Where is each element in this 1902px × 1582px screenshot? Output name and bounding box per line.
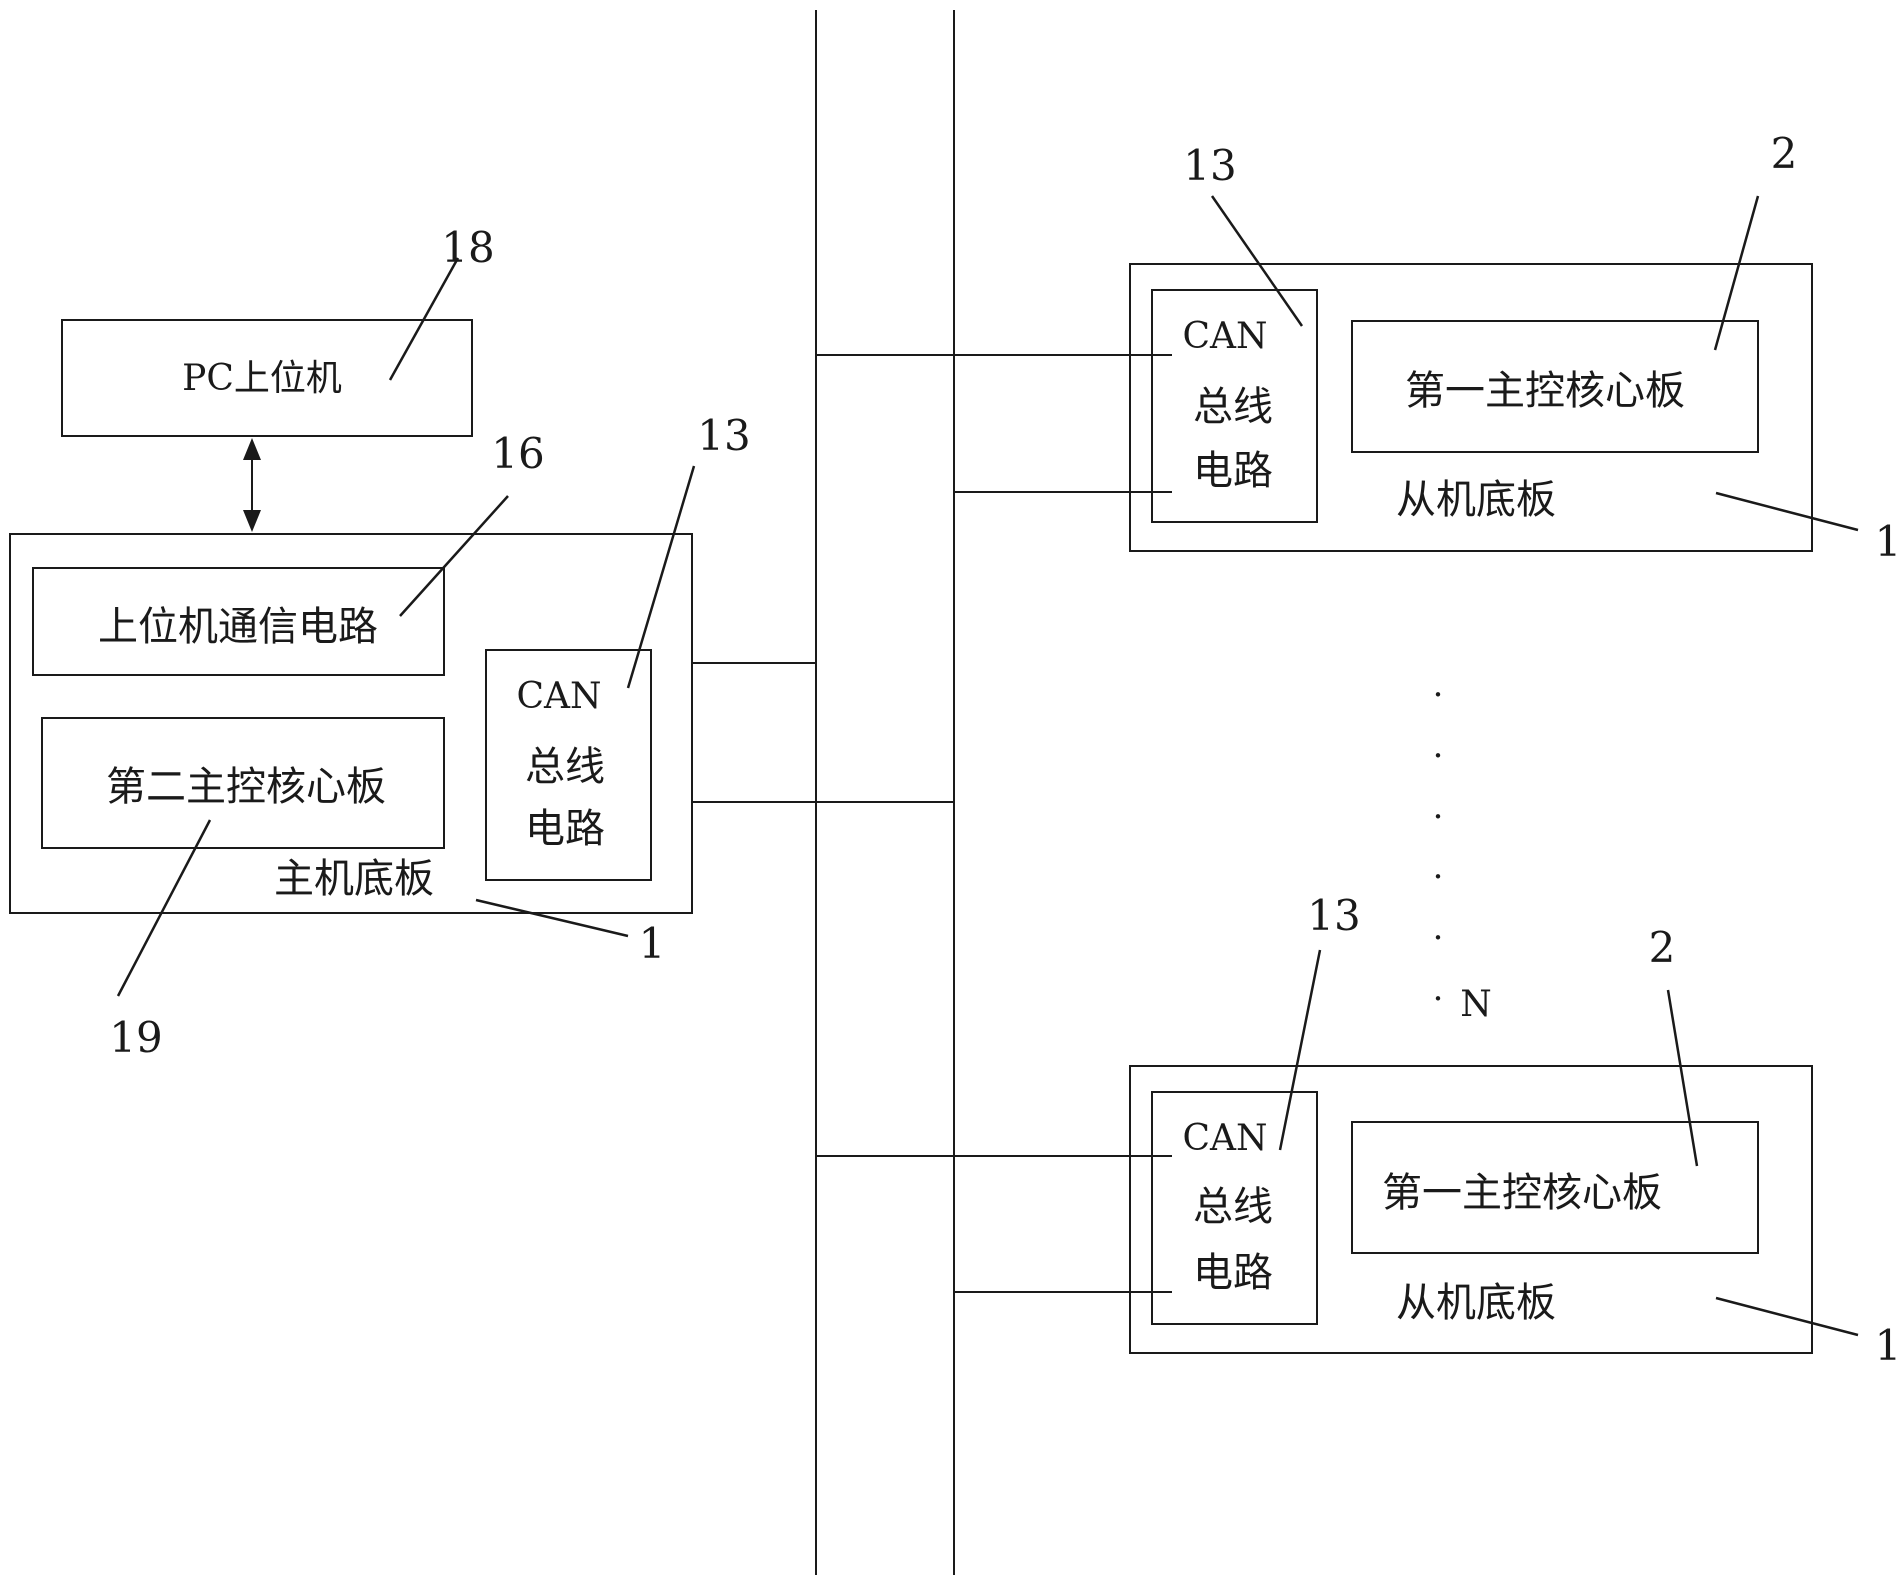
continuation-n-label: N <box>1460 984 1492 1025</box>
continuation-dot: · <box>1433 797 1444 837</box>
arrow-up-icon <box>243 438 261 460</box>
slave-board-n-board-leader-line <box>1716 1298 1858 1335</box>
slave-board-n-can-label: CAN <box>1182 1118 1267 1159</box>
slave-board-1-can-bus-label: 总线 <box>1193 384 1273 430</box>
pc-master-link <box>243 438 261 532</box>
master-board-ref-number: 1 <box>639 919 666 968</box>
second-core-ref-number: 19 <box>109 1013 162 1062</box>
master-can-ref-number: 13 <box>697 411 750 460</box>
second-core-leader-line <box>118 820 210 996</box>
slave-board-n-first-core-board-label: 第一主控核心板 <box>1382 1170 1662 1216</box>
continuation-dot: · <box>1433 979 1444 1019</box>
slave-board-n-can-leader-line <box>1280 950 1320 1150</box>
slave-board-1-can-circuit-label: 电路 <box>1193 448 1273 494</box>
pc-host-label: PC上位机 <box>182 358 342 399</box>
slave-board-1-label: 从机底板 <box>1396 477 1556 523</box>
slave-board-n-label: 从机底板 <box>1396 1280 1556 1326</box>
master-board: 上位机通信电路 第二主控核心板 CAN 总线 电路 主机底板 16 13 19 … <box>10 411 751 1062</box>
slave-board-1-core-ref-number: 2 <box>1771 129 1798 178</box>
second-core-board-label: 第二主控核心板 <box>106 764 386 810</box>
master-bus-connections <box>692 663 954 802</box>
slave-board-1-first-core-board-label: 第一主控核心板 <box>1405 368 1685 414</box>
slave-board-continuation: · · · · · · N <box>1433 675 1492 1025</box>
slave-board-n-can-bus-label: 总线 <box>1193 1184 1273 1230</box>
slave-board-n-bus-connections <box>816 1156 1172 1292</box>
slave-board-1: CAN 总线 电路 第一主控核心板 从机底板 13 2 1 <box>1130 129 1901 566</box>
slave-board-1-can-ref-number: 13 <box>1183 141 1236 190</box>
host-comm-leader-line <box>400 496 508 616</box>
slave-board-n-can-circuit-label: 电路 <box>1193 1250 1273 1296</box>
continuation-dot: · <box>1433 736 1444 776</box>
master-board-leader-line <box>476 900 628 936</box>
slave-board-n-core-leader-line <box>1668 990 1697 1166</box>
host-comm-circuit-label: 上位机通信电路 <box>98 604 378 650</box>
master-board-label: 主机底板 <box>274 856 434 902</box>
master-can-circuit-label: 电路 <box>525 806 605 852</box>
slave-board-n-core-ref-number: 2 <box>1649 923 1676 972</box>
slave-board-n-can-ref-number: 13 <box>1307 891 1360 940</box>
pc-host-ref-number: 18 <box>441 223 494 272</box>
continuation-dot: · <box>1433 857 1444 897</box>
slave-board-n: CAN 总线 电路 第一主控核心板 从机底板 13 2 1 <box>1130 891 1901 1370</box>
slave-board-1-can-label: CAN <box>1182 316 1267 357</box>
pc-host: PC上位机 18 <box>62 223 495 436</box>
can-bus <box>816 10 954 1575</box>
slave-board-1-board-leader-line <box>1716 493 1858 530</box>
host-comm-ref-number: 16 <box>491 429 544 478</box>
arrow-down-icon <box>243 510 261 532</box>
slave-board-1-can-leader-line <box>1212 196 1302 326</box>
master-can-leader-line <box>628 466 694 688</box>
master-can-bus-label: 总线 <box>525 744 605 790</box>
slave-board-1-bus-connections <box>816 355 1172 492</box>
slave-board-1-core-leader-line <box>1715 196 1758 350</box>
master-can-label: CAN <box>516 676 601 717</box>
slave-board-1-ref-number: 1 <box>1875 517 1902 566</box>
continuation-dot: · <box>1433 918 1444 958</box>
continuation-dot: · <box>1433 675 1444 715</box>
slave-board-n-ref-number: 1 <box>1875 1321 1902 1370</box>
